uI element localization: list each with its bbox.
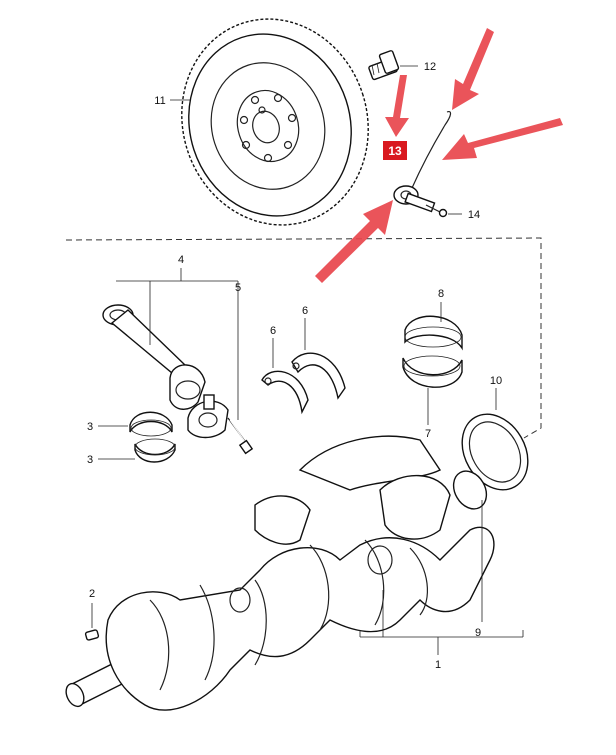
highlight-box-13 bbox=[383, 141, 407, 160]
callout-1: 1 bbox=[435, 659, 441, 671]
highlight-arrow-upper bbox=[385, 75, 409, 137]
main-bearing-lower bbox=[402, 355, 463, 388]
callout-6-right: 6 bbox=[302, 305, 308, 317]
callout-4: 4 bbox=[178, 254, 184, 266]
speed-sensor bbox=[393, 110, 452, 213]
rear-seal-ring bbox=[461, 413, 529, 491]
highlight-arrow-lower bbox=[315, 200, 393, 283]
callout-6-left: 6 bbox=[270, 325, 276, 337]
callout-8: 8 bbox=[438, 288, 444, 300]
callout-3-lower: 3 bbox=[87, 454, 93, 466]
callout-7: 7 bbox=[425, 428, 431, 440]
rod-bearing-upper bbox=[129, 411, 173, 437]
callout-12: 12 bbox=[424, 61, 436, 73]
callout-2: 2 bbox=[89, 588, 95, 600]
highlight-arrow-right bbox=[442, 118, 563, 160]
sensor-bolt bbox=[425, 204, 448, 218]
connecting-rod bbox=[102, 304, 206, 410]
main-bearing-upper bbox=[404, 315, 463, 351]
leader-lines bbox=[91, 65, 524, 655]
callout-10: 10 bbox=[490, 375, 502, 387]
flywheel-bolt bbox=[368, 50, 400, 81]
thrust-washer-left bbox=[261, 370, 309, 415]
highlight-arrow-top bbox=[452, 28, 494, 110]
rod-bolt bbox=[227, 417, 254, 455]
flywheel bbox=[181, 18, 369, 226]
dashed-frame bbox=[65, 237, 542, 439]
rod-cap bbox=[187, 394, 229, 439]
callout-3-upper: 3 bbox=[87, 421, 93, 433]
callout-13: 13 bbox=[388, 144, 402, 158]
thrust-washer-right bbox=[291, 352, 346, 400]
callout-11: 11 bbox=[154, 95, 165, 107]
callout-14: 14 bbox=[468, 209, 480, 221]
dowel-pin-front bbox=[84, 629, 100, 641]
rod-bearing-lower bbox=[134, 438, 176, 463]
crankshaft bbox=[65, 435, 495, 711]
callout-5: 5 bbox=[235, 282, 241, 294]
callout-9: 9 bbox=[475, 627, 481, 639]
